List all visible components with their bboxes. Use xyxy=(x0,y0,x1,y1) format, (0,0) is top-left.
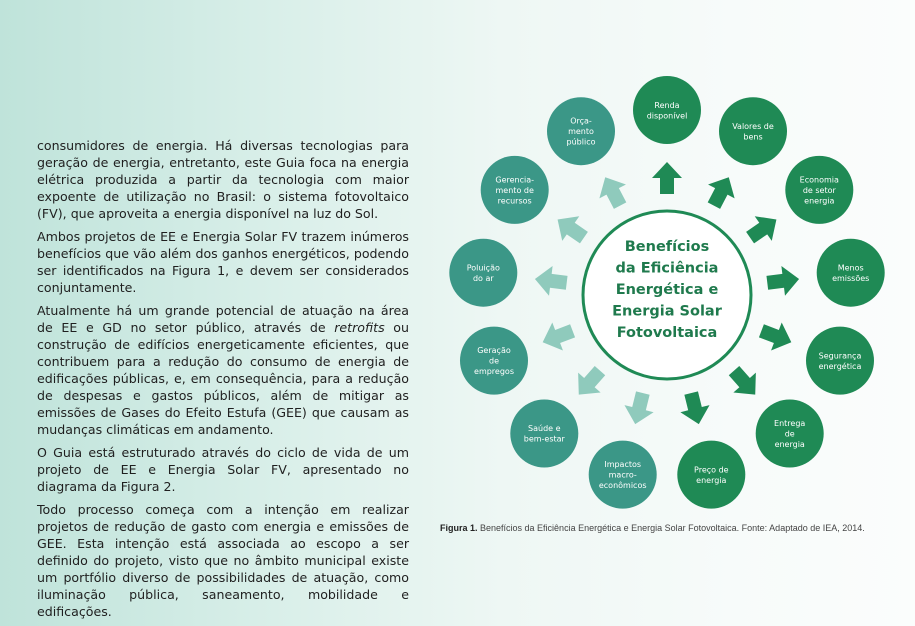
benefit-node-0 xyxy=(633,76,701,144)
body-text-column: consumidores de energia. Há diversas tec… xyxy=(37,137,409,626)
paragraph-3: Atualmente há um grande potencial de atu… xyxy=(37,302,409,438)
benefit-node-9 xyxy=(460,326,528,395)
arrow-6 xyxy=(680,391,710,425)
paragraph-3-start: Atualmente há um grande potencial de atu… xyxy=(37,303,409,335)
benefit-node-7 xyxy=(588,440,657,509)
arrow-9 xyxy=(542,322,576,351)
benefit-node-6 xyxy=(677,440,746,509)
paragraph-3-end: ou construção de edifícios energeticamen… xyxy=(37,320,409,437)
benefit-node-11 xyxy=(480,155,549,224)
benefit-node-2 xyxy=(785,155,854,224)
caption-label: Figura 1. xyxy=(440,523,478,533)
arrow-3 xyxy=(766,265,800,296)
arrow-5 xyxy=(728,365,756,395)
arrow-10 xyxy=(534,265,568,296)
benefit-node-8 xyxy=(510,399,579,468)
arrow-12 xyxy=(599,177,627,209)
caption-text: Benefícios da Eficiência Energética e En… xyxy=(477,523,865,533)
figure-caption: Figura 1. Benefícios da Eficiência Energ… xyxy=(440,523,910,533)
arrow-11 xyxy=(557,216,588,244)
center-circle xyxy=(581,209,753,381)
arrow-0 xyxy=(652,162,682,194)
benefit-node-10 xyxy=(449,238,518,307)
paragraph-1: consumidores de energia. Há diversas tec… xyxy=(37,138,409,221)
benefit-node-5 xyxy=(755,399,824,468)
arrow-4 xyxy=(758,322,792,351)
benefit-node-1 xyxy=(719,97,787,166)
benefit-node-3 xyxy=(816,238,885,307)
paragraph-2: Ambos projetos de EE e Energia Solar FV … xyxy=(37,229,409,295)
arrow-7 xyxy=(624,391,654,425)
arrow-1 xyxy=(707,177,735,209)
paragraph-4: O Guia está estruturado através do ciclo… xyxy=(37,445,409,494)
paragraph-5: Todo processo começa com a intenção em r… xyxy=(37,502,409,619)
retrofits-italic: retrofits xyxy=(334,320,385,335)
benefit-node-4 xyxy=(806,326,874,395)
arrow-8 xyxy=(578,365,606,395)
arrow-2 xyxy=(746,216,777,244)
benefit-node-12 xyxy=(547,97,615,166)
